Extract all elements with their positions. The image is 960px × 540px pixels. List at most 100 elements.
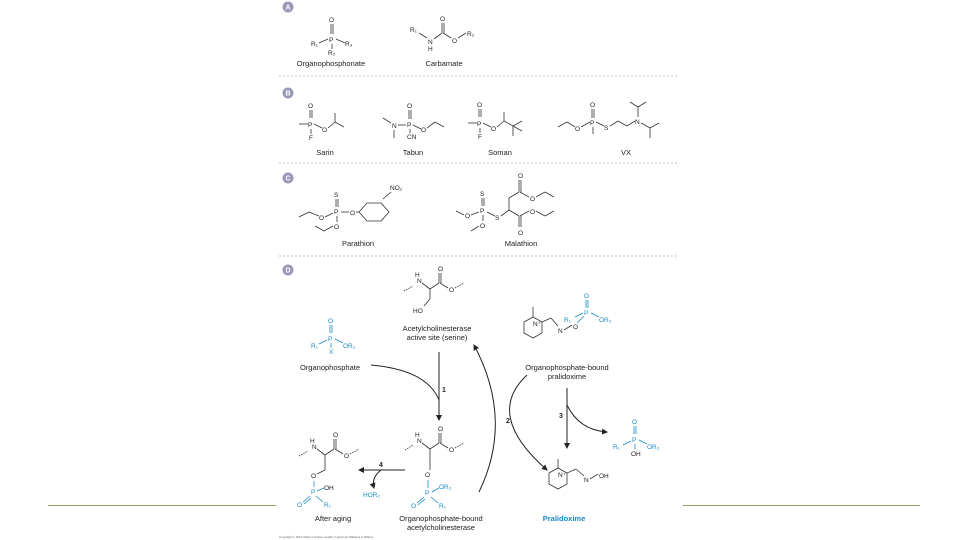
arrow-step-3-release [566, 404, 608, 435]
arrow-organophosphate-join [370, 364, 440, 401]
atom: P [632, 437, 636, 444]
step-3-label: 3 [559, 413, 563, 420]
vx-label: VX [621, 148, 631, 157]
atom: O [350, 210, 355, 217]
badge-c-text: C [285, 176, 290, 183]
pharmacology-figure: A O P R₁ R₃ R₂ Organophosphonate R₁ N H [279, 1, 679, 539]
vx-structure: O P O S N [557, 101, 660, 138]
atom: N⁺ [558, 472, 567, 479]
atom: O [297, 502, 302, 509]
atom: N [428, 39, 433, 46]
copyright-notice: Copyright © 2012 Wolters Kluwer Health |… [279, 535, 374, 539]
atom: P [328, 336, 332, 343]
atom: O [449, 447, 454, 454]
arrow-step-2-up [473, 344, 496, 493]
atom: O [590, 102, 595, 109]
step-1-label: 1 [442, 387, 446, 394]
op-ache-label-1: Organophosphate-bound [399, 514, 482, 523]
atom: N [392, 123, 397, 130]
left-rule [48, 505, 276, 506]
atom: O [518, 173, 523, 180]
badge-d [282, 264, 294, 276]
atom: O [452, 38, 457, 45]
after-aging-label: After aging [315, 514, 351, 523]
atom: O [480, 223, 485, 230]
atom: F [309, 135, 313, 142]
after-aging-structure: N H O O O P O OH R₁ [297, 432, 360, 509]
badge-a-text: A [285, 5, 290, 12]
atom: P [407, 122, 411, 129]
atom: OR₂ [647, 444, 660, 451]
hor2-product: HOR₂ [363, 492, 380, 499]
parathion-structure: S P O O O NO₂ [298, 185, 403, 232]
sarin-structure: O P F O [299, 103, 345, 142]
panel-d: D N H O O HO Acetylcholinesterase active… [282, 264, 660, 532]
organophosphate-structure: O P R₁ OR₂ X [311, 318, 356, 356]
malathion-structure: S P O O S O O [455, 173, 555, 237]
atom: O [632, 419, 637, 426]
atom: CN [407, 134, 417, 141]
atom: O [311, 473, 316, 480]
op-ache-structure: N H O O O P O OR₂ R₁ [404, 426, 465, 510]
atom: O [411, 503, 416, 510]
atom: S [480, 191, 485, 198]
atom: N⁺ [533, 321, 542, 328]
atom: R₁ [324, 502, 332, 509]
atom: OH [631, 451, 641, 458]
atom: O [438, 266, 443, 273]
atom: O [425, 472, 430, 479]
op-pralidoxime-label-1: Organophosphate-bound [525, 363, 608, 372]
atom: S [334, 192, 339, 199]
atom: H [415, 432, 420, 439]
atom: N [417, 278, 422, 285]
atom: OH [324, 485, 334, 492]
op-pralidoxime-structure: N⁺ N O P O R₁ OR₂ [523, 293, 612, 339]
arrow-step-4-release [369, 469, 382, 489]
atom: N [635, 119, 640, 126]
atom: O [449, 287, 454, 294]
atom: P [477, 121, 481, 128]
arrow-step-2-cross [509, 374, 548, 471]
atom: P [329, 37, 333, 44]
atom: P [308, 122, 312, 129]
organophosphate-label: Organophosphate [300, 363, 360, 372]
atom: O [465, 213, 470, 220]
carbamate-structure: R₁ N H O O R₂ [410, 16, 475, 53]
atom: O [584, 293, 589, 300]
atom: R₁ [439, 503, 447, 510]
atom: N [312, 444, 317, 451]
atom: X [329, 349, 334, 356]
atom: OR₂ [343, 343, 356, 350]
soman-label: Soman [488, 148, 512, 157]
atom: P [590, 120, 594, 127]
right-rule [683, 505, 920, 506]
atom: P [311, 489, 315, 496]
soman-structure: O P F O [468, 102, 523, 141]
atom: OR₂ [439, 484, 452, 491]
atom: OH [599, 473, 609, 480]
atom: O [491, 126, 496, 133]
malathion-label: Malathion [505, 239, 538, 248]
atom: O [421, 127, 426, 134]
panel-b: B O P F O Sarin N P [282, 87, 660, 157]
atom: P [480, 208, 484, 215]
atom: O [530, 196, 535, 203]
atom: O [530, 209, 535, 216]
panel-a: A O P R₁ R₃ R₂ Organophosphonate R₁ N H [282, 1, 475, 68]
atom: F [478, 134, 482, 141]
atom: H [415, 272, 420, 279]
atom: N [584, 477, 589, 484]
atom: S [495, 215, 500, 222]
atom: S [604, 125, 609, 132]
atom: HO [413, 308, 423, 315]
tabun-structure: N P O CN O [382, 103, 445, 141]
atom: R₁ [311, 41, 319, 48]
atom: O [344, 453, 349, 460]
pralidoxime-structure: N⁺ N OH [548, 459, 609, 490]
organophosphonate-label: Organophosphonate [297, 59, 365, 68]
atom: H [310, 438, 315, 445]
badge-d-text: D [285, 268, 290, 275]
badge-a [282, 1, 294, 13]
released-phosphate-structure: O P R₁ OR₂ OH [613, 419, 660, 458]
